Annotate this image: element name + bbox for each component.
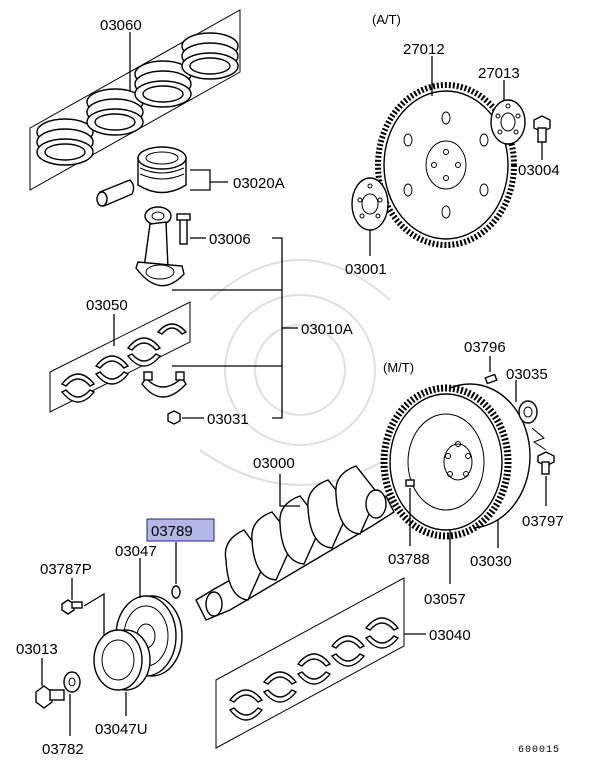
label-03796: 03796 bbox=[464, 339, 506, 356]
crankshaft-03000[interactable] bbox=[195, 465, 395, 621]
label-03050: 03050 bbox=[86, 297, 128, 314]
dowel-pin-03788[interactable] bbox=[405, 479, 415, 487]
label-03035: 03035 bbox=[506, 366, 548, 383]
label-03047U: 03047U bbox=[95, 721, 148, 738]
washer-03782[interactable] bbox=[63, 671, 81, 693]
bolt-03004[interactable] bbox=[533, 115, 551, 143]
label-03020A: 03020A bbox=[233, 175, 285, 192]
label-03040: 03040 bbox=[429, 627, 471, 644]
label-03787P: 03787P bbox=[40, 561, 92, 578]
conrod-nut-03031[interactable] bbox=[167, 410, 181, 425]
label-03000: 03000 bbox=[253, 455, 295, 472]
adapter-plate-27013[interactable] bbox=[490, 99, 526, 145]
label-03782: 03782 bbox=[42, 741, 84, 758]
drive-plate-27012[interactable] bbox=[375, 82, 517, 248]
label-03047: 03047 bbox=[115, 543, 157, 560]
connecting-rod[interactable] bbox=[135, 206, 185, 287]
label-03060: 03060 bbox=[100, 17, 142, 34]
label-03030: 03030 bbox=[470, 553, 512, 570]
label-03788: 03788 bbox=[388, 551, 430, 568]
damper-pulley-03047U[interactable] bbox=[93, 629, 151, 691]
label-27013: 27013 bbox=[478, 65, 520, 82]
piston-rings-03060[interactable] bbox=[29, 9, 241, 191]
label-03010A: 03010A bbox=[301, 321, 353, 338]
main-bearings-03040[interactable] bbox=[215, 577, 405, 749]
label-03789: 03789 bbox=[151, 523, 193, 540]
woodruff-key-03789[interactable] bbox=[171, 585, 181, 599]
label-03013: 03013 bbox=[16, 641, 58, 658]
label-03031: 03031 bbox=[207, 411, 249, 428]
flywheel-bolt-03797[interactable] bbox=[537, 451, 555, 475]
label-mt: (M/T) bbox=[383, 360, 414, 375]
label-03001: 03001 bbox=[345, 261, 387, 278]
label-03057: 03057 bbox=[424, 591, 466, 608]
spacer-03001[interactable] bbox=[351, 177, 389, 231]
label-03004: 03004 bbox=[518, 162, 560, 179]
figure-id: 600015 bbox=[518, 745, 560, 756]
label-at: (A/T) bbox=[372, 12, 401, 27]
crank-bolt-03013[interactable] bbox=[35, 685, 65, 709]
flywheel-03030[interactable] bbox=[380, 383, 531, 540]
conrod-bearings-03050[interactable] bbox=[49, 301, 191, 413]
piston-03020A[interactable] bbox=[96, 146, 187, 207]
pilot-bearing-03035[interactable] bbox=[518, 400, 538, 424]
connecting-rod-cap[interactable] bbox=[141, 371, 187, 398]
pin-03796[interactable] bbox=[484, 373, 498, 385]
label-03797: 03797 bbox=[522, 513, 564, 530]
highlight-box-03789[interactable] bbox=[146, 518, 215, 542]
conrod-bolt-03006[interactable] bbox=[176, 213, 191, 245]
label-27012: 27012 bbox=[403, 41, 445, 58]
watermark-emblem bbox=[199, 259, 401, 486]
label-03006: 03006 bbox=[209, 231, 251, 248]
bolt-03787P[interactable] bbox=[61, 599, 83, 615]
